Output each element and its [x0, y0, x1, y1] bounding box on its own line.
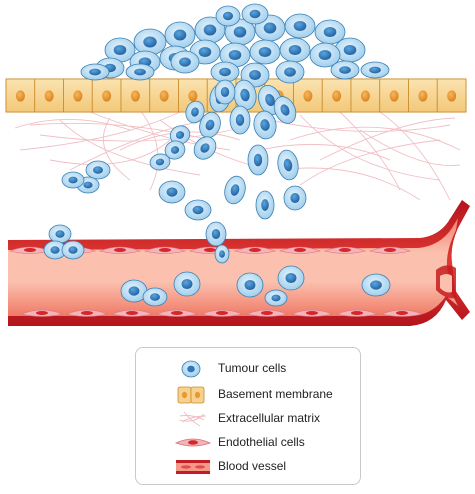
legend-item-basement-membrane: Basement membrane	[136, 384, 360, 406]
tumour-cell	[360, 61, 390, 79]
endothelial-cell	[246, 309, 288, 317]
tumour-cell	[361, 273, 391, 297]
tumour-cell	[214, 79, 236, 105]
tumour-cell	[229, 105, 251, 135]
blood-vessel	[8, 200, 470, 326]
tumour-cell	[48, 224, 72, 244]
membrane-cell	[149, 78, 179, 113]
membrane-cell	[321, 78, 352, 113]
legend-label: Basement membrane	[218, 387, 333, 401]
endothelial-cell	[156, 309, 198, 317]
membrane-cell	[63, 78, 93, 113]
tumour-cell	[142, 287, 168, 307]
tumour-cell	[241, 3, 269, 25]
tumour-cell	[277, 149, 299, 181]
tumour-cell	[173, 271, 201, 297]
endothelial-cell	[66, 309, 108, 317]
membrane-cell	[379, 78, 409, 113]
endothelial-cell	[336, 309, 378, 317]
tumour-cell	[236, 272, 264, 298]
tumour-cell-icon	[181, 360, 201, 378]
tumour-cell	[264, 289, 288, 307]
endothelial-cell	[111, 309, 153, 317]
tumour-cell	[164, 21, 196, 49]
tumour-cell	[164, 140, 186, 160]
tumour-cell	[214, 244, 230, 264]
membrane-cell	[5, 78, 36, 113]
endothelial-cell	[99, 246, 141, 254]
tumour-cell	[184, 199, 212, 221]
membrane-cell	[91, 78, 122, 113]
endothelial-cell	[144, 246, 186, 254]
endothelial-cell	[369, 246, 411, 254]
tumour-cell	[149, 153, 171, 171]
tumour-cell	[283, 185, 307, 211]
membrane-cell	[436, 78, 467, 113]
tumour-cell	[61, 240, 85, 260]
endothelial-cell	[201, 309, 243, 317]
tumour-cell	[158, 180, 186, 204]
legend: Tumour cells Basement membrane Extracell…	[135, 347, 361, 485]
membrane-cell	[350, 78, 381, 113]
membrane-cell	[120, 78, 151, 113]
endothelial-cell	[234, 246, 276, 254]
tumour-cell	[233, 79, 257, 111]
tumour-cell	[104, 37, 136, 63]
membrane-cell	[408, 78, 438, 113]
tumour-cell	[277, 265, 305, 291]
tumour-cell	[253, 110, 277, 140]
tumour-cell	[205, 221, 227, 247]
tumour-cell	[61, 171, 85, 189]
endothelial-cell-icon	[174, 438, 212, 447]
tumour-cell	[194, 16, 226, 44]
tumour-cell	[330, 60, 360, 80]
tumour-cell	[279, 37, 311, 63]
tumour-cell	[85, 160, 111, 180]
legend-label: Tumour cells	[218, 361, 287, 375]
legend-label: Endothelial cells	[218, 435, 305, 449]
legend-item-extracellular-matrix: Extracellular matrix	[136, 408, 360, 430]
tumour-cell	[210, 61, 240, 83]
tumour-cell	[169, 125, 191, 145]
tumour-cell	[273, 96, 297, 124]
tumour-cells	[43, 3, 391, 307]
tumour-cell	[219, 42, 251, 68]
tumour-cell	[224, 175, 246, 205]
tumour-cell	[170, 50, 200, 74]
legend-label: Blood vessel	[218, 459, 287, 473]
tumour-cell	[185, 100, 205, 124]
tumour-cell	[284, 13, 316, 39]
endothelial-cell	[291, 309, 333, 317]
tumour-invasion-diagram	[5, 3, 470, 326]
tumour-cell	[247, 144, 269, 176]
endothelial-cell	[279, 246, 321, 254]
membrane-cell	[34, 78, 64, 113]
legend-label: Extracellular matrix	[218, 411, 321, 425]
endothelial-cell	[324, 246, 366, 254]
blood-vessel-icon	[176, 460, 210, 474]
membrane-cell	[293, 78, 323, 113]
tumour-cell	[43, 240, 67, 260]
legend-item-tumour-cells: Tumour cells	[136, 358, 360, 380]
endothelial-cell	[381, 309, 423, 317]
basement-membrane-icon	[177, 386, 205, 404]
tumour-cell	[133, 28, 167, 56]
legend-item-endothelial-cells: Endothelial cells	[136, 432, 360, 454]
tumour-cell	[193, 136, 217, 160]
tumour-cell	[255, 190, 275, 220]
tumour-cell	[309, 42, 341, 68]
endothelial-cell	[21, 309, 63, 317]
tumour-cell	[125, 63, 155, 81]
tumour-cell	[80, 63, 110, 81]
endothelial-cell	[9, 246, 51, 254]
tumour-cell	[120, 279, 148, 303]
tumour-cell	[215, 5, 241, 27]
tumour-cell	[275, 60, 305, 84]
endothelial-cells	[9, 246, 423, 317]
extracellular-matrix	[14, 109, 461, 201]
legend-item-blood-vessel: Blood vessel	[136, 456, 360, 478]
extracellular-matrix-icon	[178, 411, 207, 427]
tumour-cell	[249, 39, 281, 65]
